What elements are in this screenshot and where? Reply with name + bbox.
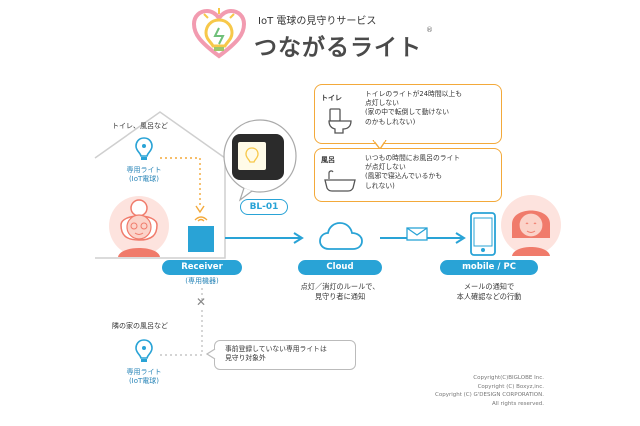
logo-name: つながるライト bbox=[254, 35, 422, 61]
cloud-description: 点灯／消灯のルールで、 見守り者に通知 bbox=[276, 282, 404, 303]
neighbor-bulb-label-line1: 専用ライト bbox=[126, 368, 162, 376]
copyright-block: Copyright(C)BIGLOBE Inc. Copyright (C) B… bbox=[435, 374, 544, 408]
logo: IoT 電球の見守りサービス つながるライト ® bbox=[190, 6, 450, 62]
device-bubble bbox=[223, 119, 297, 202]
callout-toilet-line2: 点灯しない bbox=[365, 99, 399, 108]
callout-toilet-line4: のかもしれない) bbox=[365, 117, 416, 126]
callout-toilet-line3: (家の中で転倒して動けない bbox=[365, 108, 450, 117]
cloud-pill: Cloud bbox=[298, 260, 382, 275]
mobile-description-line2: 本人確認などの行動 bbox=[456, 292, 522, 302]
house-location-label: トイレ、風呂など bbox=[112, 122, 168, 130]
copyright-line3: Copyright (C) G'DESIGN CORPORATION. bbox=[435, 392, 544, 399]
receiver-pill: Receiver bbox=[162, 260, 242, 275]
callout-bath-line1: いつもの時間にお風呂のライト bbox=[365, 154, 461, 162]
copyright-line2: Copyright (C) Boxyz,inc. bbox=[477, 383, 544, 390]
blocked-x-icon: ✕ bbox=[196, 295, 207, 309]
callout-bath-line2: が点灯しない bbox=[365, 163, 406, 172]
neighbor-note-line2: 見守り対象外 bbox=[225, 354, 266, 363]
registered-mark: ® bbox=[426, 26, 433, 34]
house-bulb-label-line1: 専用ライト bbox=[126, 166, 162, 174]
signal-waves-icon bbox=[194, 216, 208, 222]
device-label: BL-01 bbox=[240, 199, 288, 215]
mail-icon bbox=[406, 227, 428, 241]
iot-bulb-icon bbox=[135, 137, 153, 160]
callout-bath-tag: 風呂 bbox=[321, 156, 335, 164]
callout-toilet-line1: トイレのライトが24時間以上も bbox=[365, 90, 463, 98]
mobile-description: メールの通知で 本人確認などの行動 bbox=[424, 282, 554, 303]
neighbor-note-line1: 事前登録していない専用ライトは bbox=[225, 345, 327, 353]
neighbor-note-tail bbox=[206, 348, 216, 360]
neighbor-note: 事前登録していない専用ライトは 見守り対象外 bbox=[214, 340, 356, 370]
toilet-icon bbox=[328, 108, 352, 134]
logo-subtitle: IoT 電球の見守りサービス bbox=[258, 16, 377, 27]
cloud-description-line1: 点灯／消灯のルールで、 bbox=[300, 282, 380, 291]
bathtub-icon bbox=[324, 170, 356, 192]
mobile-pill: mobile / PC bbox=[440, 260, 538, 275]
neighbor-bulb-icon bbox=[135, 339, 153, 362]
neighbor-bulb-label-line2: (IoT電球) bbox=[128, 377, 160, 386]
cloud-icon bbox=[319, 222, 363, 250]
receiver-sublabel: (専用機器) bbox=[185, 277, 219, 285]
neighbor-note-text: 事前登録していない専用ライトは 見守り対象外 bbox=[225, 345, 327, 363]
house-bulb-label-line2: (IoT電球) bbox=[128, 175, 160, 184]
cloud-description-line2: 見守り者に通知 bbox=[314, 292, 366, 302]
elderly-person-icon bbox=[109, 196, 169, 257]
receiver-box-icon bbox=[188, 226, 214, 252]
callout-bath-line3: (風邪で寝込んでいるかも bbox=[365, 172, 443, 181]
neighbor-location-label: 隣の家の風呂など bbox=[112, 322, 168, 330]
copyright-line1: Copyright(C)BIGLOBE Inc. bbox=[473, 375, 544, 381]
neighbor-bulb-label: 専用ライト (IoT電球) bbox=[118, 368, 170, 386]
smartphone-icon bbox=[470, 212, 496, 256]
callout-toilet-text: トイレのライトが24時間以上も 点灯しない (家の中で転倒して動けない のかもし… bbox=[365, 90, 462, 127]
callout-bath-line4: しれない) bbox=[365, 181, 395, 190]
callout-toilet-tag: トイレ bbox=[321, 94, 342, 102]
mobile-description-line1: メールの通知で bbox=[463, 282, 515, 291]
callout-bath-text: いつもの時間にお風呂のライト が点灯しない (風邪で寝込んでいるかも しれない) bbox=[365, 154, 460, 191]
heart-bulb-logo-icon bbox=[191, 8, 247, 59]
callout-bath: 風呂 いつもの時間にお風呂のライト が点灯しない (風邪で寝込んでいるかも しれ… bbox=[314, 148, 502, 202]
copyright-line4: All rights reserved. bbox=[491, 400, 544, 407]
house-bulb-label: 専用ライト (IoT電球) bbox=[118, 166, 170, 184]
watcher-person-icon bbox=[501, 195, 561, 256]
callout-toilet: トイレ トイレのライトが24時間以上も 点灯しない (家の中で転倒して動けない … bbox=[314, 84, 502, 144]
